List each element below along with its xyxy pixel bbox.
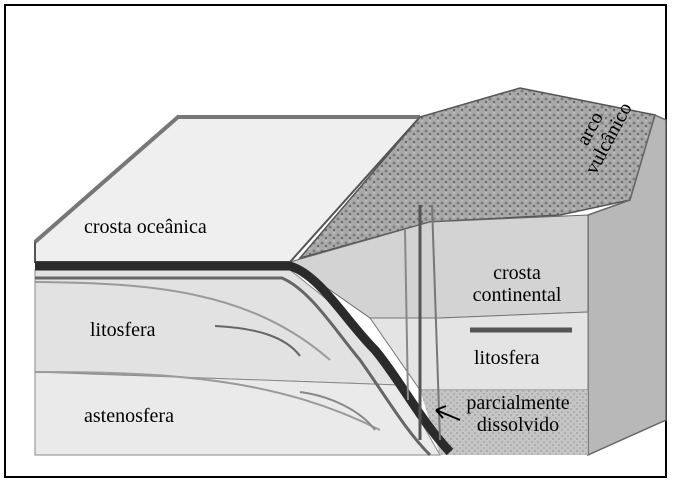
label-oceanic-crust: crosta oceânica [84,216,207,238]
label-asthenosphere: astenosfera [84,405,174,427]
label-partially-molten-line1: parcialmente [448,392,588,414]
label-lithosphere-left: litosfera [90,319,156,341]
label-lithosphere-right: litosfera [474,347,540,369]
label-partially-molten-line2: dissolvido [448,414,588,436]
label-continental-crust-line2: continental [452,284,582,306]
label-continental-crust: crosta continental [452,262,582,306]
label-partially-molten: parcialmente dissolvido [448,392,588,436]
label-continental-crust-line1: crosta [452,262,582,284]
